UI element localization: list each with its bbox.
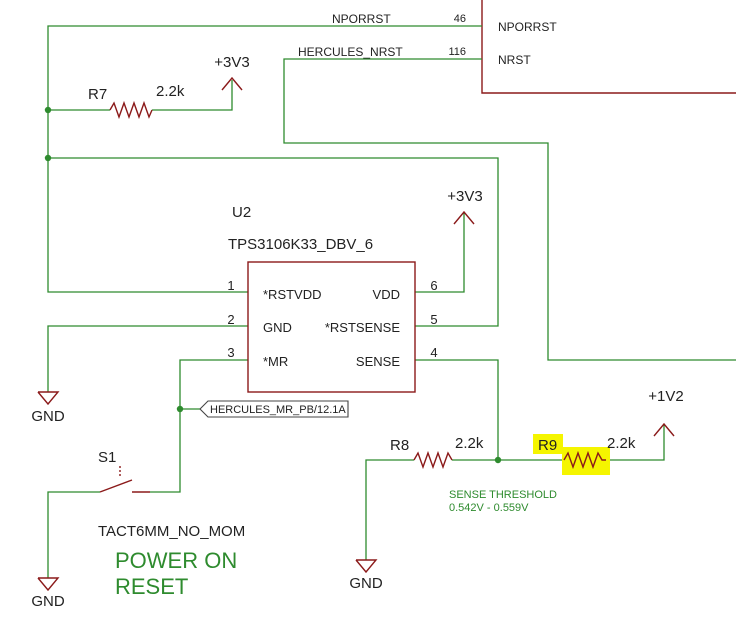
wire-gnd-u2 [47,325,248,392]
resistor-r8: R8 2.2k [390,435,484,470]
title-line-1: POWER ON [115,548,237,573]
ic-ref: U2 [232,204,251,221]
mcu-pin-nporrst: NPORRST 46 NPORRST [332,12,557,34]
junctions [44,106,502,464]
switch-ref: S1 [98,449,116,466]
resistor-value: 2.2k [156,83,185,100]
wire-vdd [415,213,465,293]
gnd-label: GND [31,408,65,425]
resistor-ref: R8 [390,437,409,454]
pin-name: NRST [498,53,531,67]
pin-name: VDD [373,287,400,302]
power-symbol-1v2: +1V2 [648,388,684,437]
wire-nrst [283,58,736,361]
pin-number: 3 [227,345,234,360]
junction-dot [44,154,52,162]
power-label: +1V2 [648,388,683,405]
pin-number: 116 [448,46,466,58]
resistor-r7: R7 2.2k [88,83,185,120]
power-label: +3V3 [214,54,249,71]
ic-body [247,261,416,393]
wire-gnd-switch [47,491,100,578]
wire-rstsense [48,157,499,327]
pin-name: *RSTVDD [263,287,322,302]
pin-number: 6 [430,278,437,293]
wires [47,25,736,578]
wire-r9-right [606,425,665,461]
power-symbol-3v3-top: +3V3 [214,54,250,91]
pin-number: 46 [454,13,466,25]
pin-name: *MR [263,354,288,369]
wire-r7-right [152,80,233,111]
wire-mr [150,359,248,493]
highlight-r9-body [562,447,610,475]
resistor-value: 2.2k [607,435,636,452]
net-label-hercules-mr-pb: HERCULES_MR_PB/12.1A [199,400,349,418]
net-label-hercules-nrst: HERCULES_NRST [298,45,403,59]
net-label-nporrst: NPORRST [332,12,391,26]
mcu-block [481,0,736,94]
power-label: +3V3 [447,188,482,205]
mcu-pin-nrst: HERCULES_NRST 116 NRST [298,45,531,67]
resistor-value: 2.2k [455,435,484,452]
switch-s1: S1 TACT6MM_NO_MOM [98,449,245,540]
junction-dot [44,106,52,114]
resistor-ref: R9 [538,437,557,454]
highlight-r9-ref [533,434,563,454]
pin-number: 2 [227,312,234,327]
wire-r8-left [365,459,414,560]
ic-part-number: TPS3106K33_DBV_6 [228,236,373,253]
title-line-2: RESET [115,574,188,599]
gnd-symbol-u2: GND [31,391,65,425]
switch-part-number: TACT6MM_NO_MOM [98,523,245,540]
note-line-1: SENSE THRESHOLD [449,489,557,501]
gnd-label: GND [31,593,65,610]
pin-name: NPORRST [498,20,557,34]
pin-name: *RSTSENSE [325,320,400,335]
power-symbol-3v3-right: +3V3 [447,188,483,225]
junction-dot [176,405,184,413]
resistor-ref: R7 [88,86,107,103]
net-label-text: HERCULES_MR_PB/12.1A [210,404,346,416]
sense-threshold-note: SENSE THRESHOLD 0.542V - 0.559V [449,489,557,514]
pin-number: 4 [430,345,437,360]
ic-u2: U2 TPS3106K33_DBV_6 1 2 3 *RSTVDD GND *M… [227,204,438,393]
pin-name: SENSE [356,354,400,369]
note-line-2: 0.542V - 0.559V [449,502,529,514]
junction-dot [494,456,502,464]
schematic-title: POWER ON RESET [115,548,237,599]
pin-number: 5 [430,312,437,327]
gnd-symbol-r8: GND [349,559,383,592]
wire-sense [415,359,499,460]
pin-number: 1 [227,278,234,293]
gnd-label: GND [349,575,383,592]
gnd-symbol-switch: GND [31,577,65,610]
pin-name: GND [263,320,292,335]
resistor-r9: R9 2.2k [533,434,636,475]
